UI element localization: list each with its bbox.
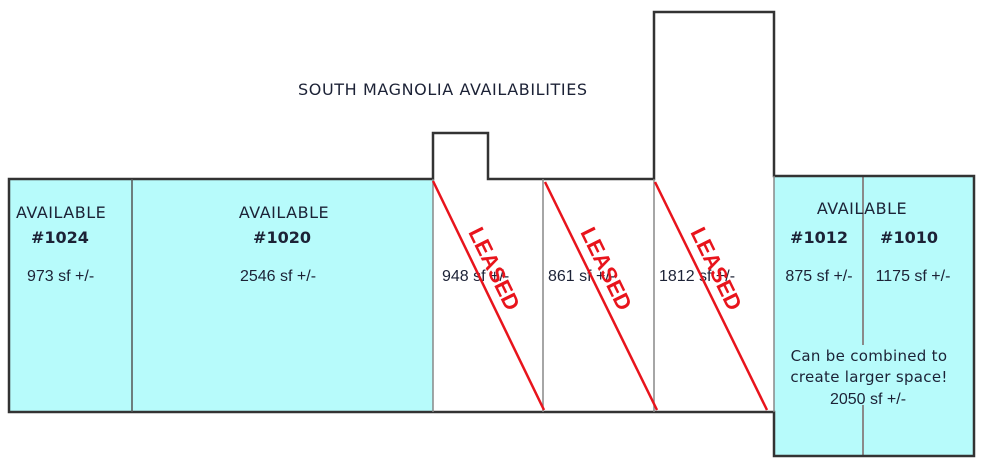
combined-area: 2050 sf +/-	[830, 391, 906, 408]
unit-1024-status: AVAILABLE	[16, 203, 106, 222]
leased-unit-861[interactable]: 861 sf +/- LEASED	[543, 181, 659, 411]
unit-1024-fill	[9, 179, 132, 412]
unit-1024-number: #1024	[31, 228, 89, 247]
leased-strike-line	[431, 180, 546, 411]
combined-status: AVAILABLE	[817, 199, 907, 218]
leased-unit-1812-area: 1812 sf +/-	[659, 268, 735, 285]
combined-note-line2: create larger space!	[790, 368, 947, 386]
unit-1020-number: #1020	[253, 228, 311, 247]
leased-unit-948[interactable]: 948 sf +/- LEASED	[431, 180, 546, 411]
building-outline	[7, 10, 976, 458]
unit-1020[interactable]: AVAILABLE #1020 2546 sf +/-	[132, 179, 433, 412]
leased-unit-948-area: 948 sf +/-	[442, 268, 509, 285]
unit-1010-area: 1175 sf +/-	[876, 268, 951, 285]
page-title: SOUTH MAGNOLIA AVAILABILITIES	[298, 80, 588, 99]
unit-1012-area: 875 sf +/-	[785, 268, 852, 285]
combined-fill	[774, 176, 974, 456]
unit-1020-area: 2546 sf +/-	[240, 268, 316, 285]
unit-1010-number: #1010	[880, 228, 938, 247]
unit-1012-number: #1012	[790, 228, 848, 247]
unit-1020-status: AVAILABLE	[239, 203, 329, 222]
unit-1012-1010-combined[interactable]: AVAILABLE #1012 #1010 875 sf +/- 1175 sf…	[774, 176, 974, 456]
unit-1024-area: 973 sf +/-	[27, 268, 94, 285]
leased-unit-861-area: 861 sf +/-	[548, 268, 615, 285]
leased-strike-line	[543, 181, 659, 411]
unit-1024[interactable]: AVAILABLE #1024 973 sf +/-	[9, 179, 132, 412]
unit-1020-fill	[132, 179, 433, 412]
leased-unit-1812[interactable]: 1812 sf +/- LEASED	[653, 181, 769, 411]
combined-note-line1: Can be combined to	[791, 347, 948, 365]
leased-strike-line	[653, 181, 769, 411]
